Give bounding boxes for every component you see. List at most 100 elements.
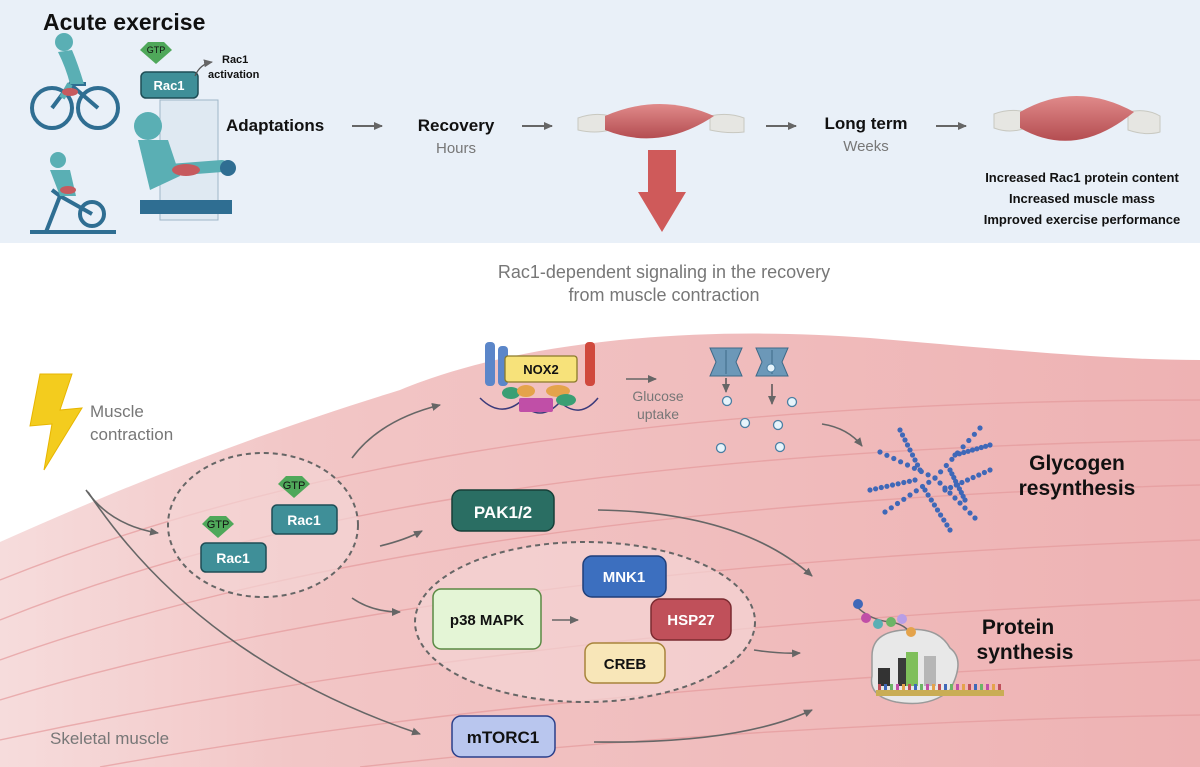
glycogen-dot — [970, 474, 976, 481]
glycogen-dot — [898, 459, 904, 465]
mrna-codon — [992, 684, 995, 690]
mrna-codon — [878, 684, 881, 690]
mrna-codon — [896, 684, 899, 690]
glycogen-dot — [981, 469, 988, 476]
glycogen-dot — [938, 469, 944, 475]
outcome-muscle-mass: Increased muscle mass — [1009, 191, 1155, 206]
p38-box — [432, 588, 542, 650]
glycogen-dot — [928, 497, 934, 503]
mrna-codon — [884, 684, 887, 690]
rac1-activation-line2: activation — [208, 69, 260, 81]
glycogen-dot — [911, 465, 918, 471]
cyclist-icon — [30, 33, 120, 130]
glycogen-dot — [943, 462, 949, 469]
creb-label: CREB — [604, 656, 647, 673]
glycogen-dot — [962, 497, 968, 503]
glycogen-dot — [941, 517, 947, 523]
glycogen-dot — [952, 495, 958, 501]
nox2-complex: NOX2 — [479, 342, 599, 414]
glycogen-dot — [957, 500, 963, 506]
rac1-left-gtp-label: GTP — [207, 519, 230, 531]
glycogen-dot — [878, 484, 884, 491]
signaling-heading-line1: Rac1-dependent signaling in the recovery — [498, 262, 830, 282]
stationary-bike-icon — [30, 152, 116, 234]
glycogen-dot — [942, 487, 948, 493]
glycogen-dot — [932, 475, 938, 481]
glycogen-dot — [944, 522, 950, 528]
nox2-label: NOX2 — [523, 362, 558, 377]
glycogen-dot — [947, 490, 953, 496]
top-rac1-box — [140, 71, 199, 99]
glycogen-dot — [956, 451, 963, 457]
top-gtp-label: GTP — [147, 45, 166, 55]
rac1-gtp-left: GTP Rac1 — [200, 516, 267, 573]
glycogen-dot — [949, 456, 955, 462]
hsp27-label: HSP27 — [667, 612, 715, 629]
glycogen-dot — [960, 444, 966, 450]
glycogen-dot — [906, 478, 913, 484]
glycogen-dot — [897, 427, 903, 433]
protein-synthesis-line2: synthesis — [977, 641, 1074, 664]
glycogen-dot — [904, 442, 911, 448]
glycogen-dot — [962, 505, 968, 511]
glycogen-molecule-icon — [867, 425, 993, 533]
glycogen-dot — [969, 447, 976, 453]
glycogen-dot — [867, 487, 873, 493]
mrna-codon — [968, 684, 971, 690]
glycogen-dot — [977, 425, 983, 431]
glycogen-dot — [976, 472, 982, 478]
glycogen-dot — [913, 488, 919, 494]
glycogen-dot — [925, 472, 931, 478]
mrna-codon — [998, 684, 1001, 690]
glycogen-dot — [938, 512, 944, 518]
glycogen-dot — [901, 496, 907, 502]
glycogen-dot — [967, 510, 973, 516]
glycogen-label-line2: resynthesis — [1019, 477, 1136, 500]
p38-label: p38 MAPK — [450, 612, 524, 629]
glycogen-label-line1: Glycogen — [1029, 452, 1125, 475]
glycogen-dot — [922, 487, 928, 493]
glycogen-dot — [884, 452, 890, 458]
ribosome-icon — [853, 599, 1004, 705]
muscle-icon-long-term — [993, 96, 1161, 141]
outcome-performance: Improved exercise performance — [984, 212, 1181, 227]
mtorc1-box — [451, 715, 556, 758]
glycogen-dot — [914, 462, 921, 468]
protein-synthesis-line1: Protein — [982, 616, 1054, 639]
glucose-transporter-left — [709, 347, 743, 377]
glycogen-dot — [947, 527, 953, 533]
rac1-activation-line1: Rac1 — [222, 54, 248, 66]
rac1-left-label: Rac1 — [216, 550, 250, 566]
glycogen-dot — [888, 505, 894, 511]
glycogen-dot — [974, 446, 980, 452]
muscle-contraction-line1: Muscle — [90, 402, 144, 421]
muscle-contraction-line2: contraction — [90, 425, 173, 444]
mrna-codon — [938, 684, 941, 690]
skeletal-muscle-label: Skeletal muscle — [50, 729, 169, 748]
top-gtp-badge — [140, 42, 172, 64]
mrna-codon — [902, 684, 905, 690]
glycogen-dot — [952, 452, 958, 458]
acute-exercise-title: Acute exercise — [43, 9, 205, 35]
glycogen-dot — [934, 507, 941, 513]
top-rac1-gtp-group: GTP Rac1 Rac1 activation — [140, 42, 260, 99]
pak-box — [451, 489, 555, 532]
glycogen-dot — [953, 482, 959, 488]
mrna-codon — [920, 684, 923, 690]
mrna-codon — [932, 684, 935, 690]
mrna-codon — [944, 684, 947, 690]
glucose-uptake-line1: Glucose — [632, 388, 684, 404]
glucose-molecules — [715, 395, 798, 454]
recovery-down-arrow — [638, 150, 686, 232]
glycogen-dot — [899, 432, 906, 438]
glycogen-dot — [902, 437, 908, 443]
glycogen-dot — [937, 480, 943, 486]
glycogen-dot — [959, 479, 965, 486]
mnk1-label: MNK1 — [603, 569, 646, 586]
mrna-codon — [962, 684, 965, 690]
glycogen-dot — [901, 479, 907, 486]
rac1-right-gtp-label: GTP — [283, 480, 306, 492]
recovery-label: Recovery — [418, 116, 495, 135]
mnk1-box — [582, 555, 667, 598]
